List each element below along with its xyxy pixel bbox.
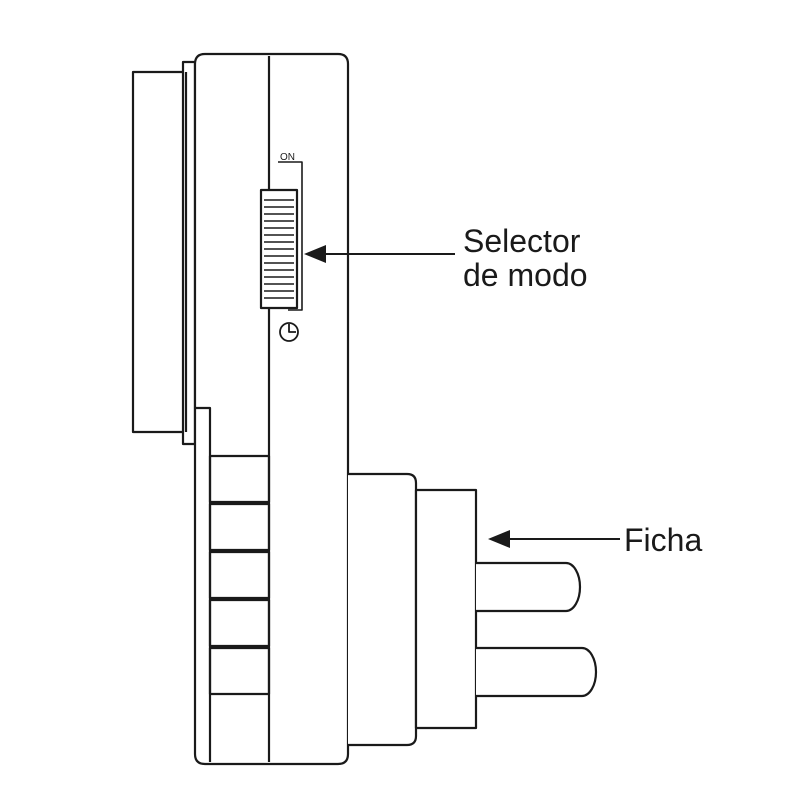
callout-plug: Ficha: [488, 522, 702, 558]
grip-slot: [208, 502, 271, 552]
switch-on-label: ON: [280, 152, 295, 163]
arrowhead-icon: [304, 245, 326, 263]
callout-label-line: Selector: [463, 223, 581, 259]
grip-slots: [208, 454, 271, 696]
grip-slot: [208, 646, 271, 696]
callout-mode-selector: Selector de modo: [304, 223, 588, 293]
callout-label: Ficha: [624, 522, 702, 558]
plug-pin: [476, 646, 598, 698]
callout-label-line: de modo: [463, 257, 588, 293]
grip-slot: [208, 550, 271, 600]
timer-housing: [193, 52, 350, 766]
plug-pin: [476, 561, 582, 613]
socket-face-plate: [131, 60, 197, 446]
clock-icon: [279, 322, 299, 342]
plug-body: [348, 472, 478, 747]
switch-ridges: [264, 199, 294, 299]
grip-slot: [208, 454, 271, 504]
mode-selector-switch: ON: [259, 152, 303, 342]
plug-pins: [476, 561, 598, 698]
arrowhead-icon: [488, 530, 510, 548]
grip-slot: [208, 598, 271, 648]
